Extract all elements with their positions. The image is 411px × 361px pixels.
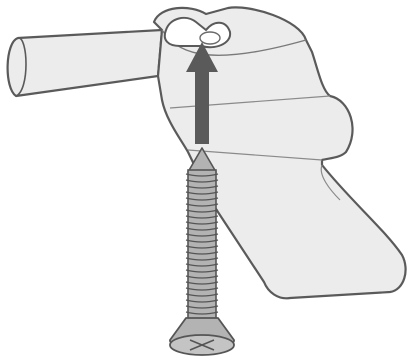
bracket-tube (8, 30, 162, 96)
keyhole-slot (165, 18, 230, 47)
screw-shaft (188, 170, 216, 320)
keyhole-opening (200, 32, 220, 44)
